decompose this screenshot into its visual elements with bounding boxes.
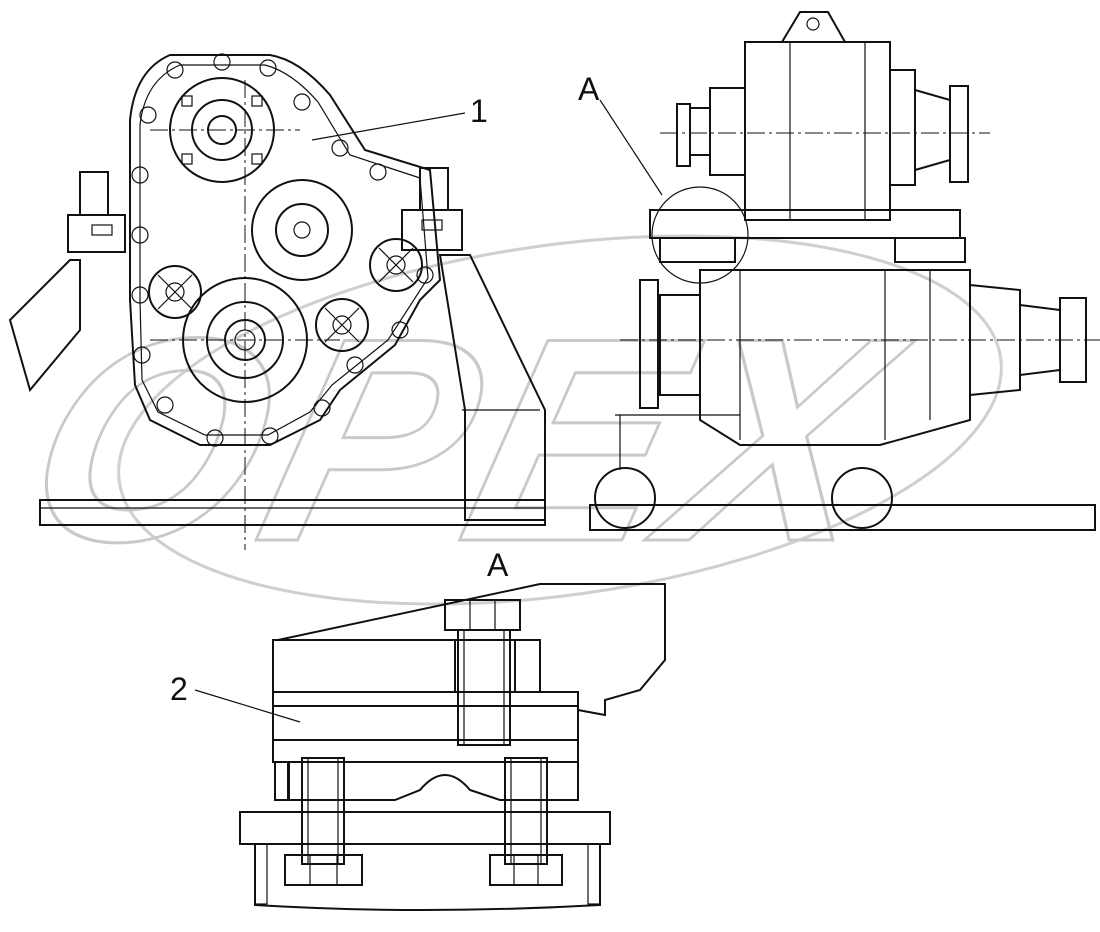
view-a-marker: A — [578, 71, 600, 107]
part-1-callout: 1 — [470, 93, 488, 129]
detail-a: A 2 — [170, 547, 666, 911]
watermark-logo: OPEX — [0, 234, 1003, 606]
side-view: A — [578, 11, 1100, 531]
detail-a-title: A — [487, 547, 509, 583]
part-1-leader — [311, 112, 466, 141]
part-2-callout: 2 — [170, 671, 188, 707]
front-view — [8, 53, 546, 550]
housing-bolts — [131, 53, 434, 447]
svg-text:OPEX: OPEX — [0, 278, 932, 602]
